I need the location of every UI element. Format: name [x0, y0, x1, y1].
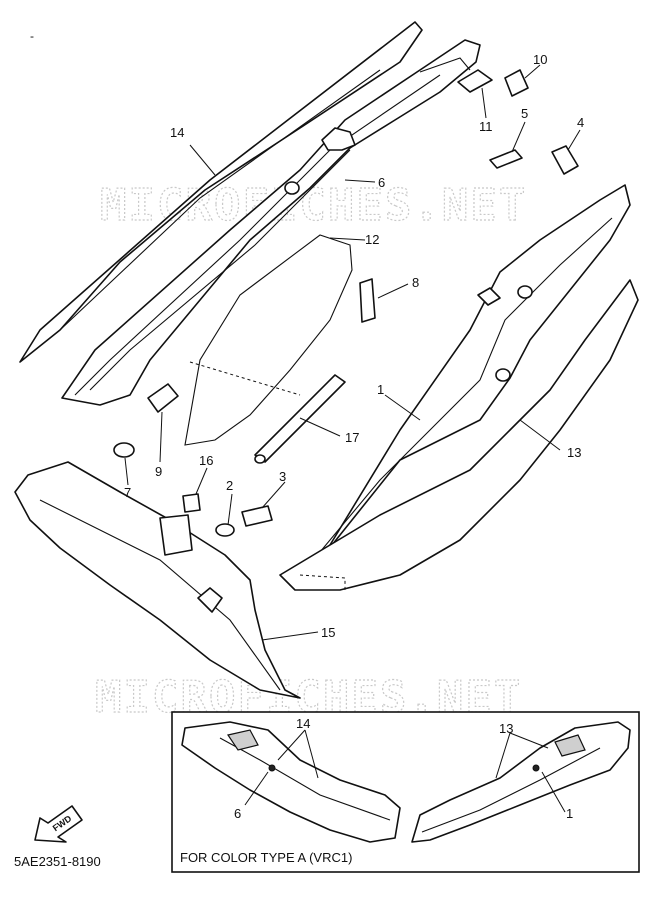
- part-9-pad: [147, 383, 179, 413]
- inset-callout-6: 6: [234, 806, 241, 821]
- callout-15: 15: [321, 625, 335, 640]
- callout-16: 16: [199, 453, 213, 468]
- part-4-pad: [551, 145, 579, 175]
- part-8-block: [359, 278, 376, 323]
- callout-1: 1: [377, 382, 384, 397]
- callout-8: 8: [412, 275, 419, 290]
- callout-9: 9: [155, 464, 162, 479]
- part-15-scoop: [14, 461, 301, 699]
- part-17-rod: [254, 374, 346, 464]
- inset-callout-1: 1: [566, 806, 573, 821]
- callout-7: 7: [124, 485, 131, 500]
- leader-lines: [124, 64, 581, 641]
- top-left-mark: -: [30, 29, 34, 43]
- part-10-pad: [504, 69, 529, 97]
- callout-numbers: 1 2 3 4 5 6 7 8 9 10 11 12 13 14 15 16 1…: [124, 52, 584, 640]
- inset-callout-14: 14: [296, 716, 310, 731]
- callout-10: 10: [533, 52, 547, 67]
- part-3-block: [241, 505, 273, 527]
- watermark-top: MICROFICHES.NET: [100, 180, 527, 231]
- callout-2: 2: [226, 478, 233, 493]
- inset-callout-13: 13: [499, 721, 513, 736]
- part-6-side-cover-panel: [61, 39, 481, 406]
- callout-12: 12: [365, 232, 379, 247]
- part-7-grommet: [113, 442, 135, 458]
- part-1-side-cover-right: [289, 184, 631, 586]
- callout-5: 5: [521, 106, 528, 121]
- part-11-pad: [457, 69, 493, 93]
- inset-caption: FOR COLOR TYPE A (VRC1): [180, 850, 352, 865]
- callout-4: 4: [577, 115, 584, 130]
- part-12-panel: [184, 234, 353, 446]
- part-16-damper: [182, 493, 201, 513]
- callout-17: 17: [345, 430, 359, 445]
- callout-13: 13: [567, 445, 581, 460]
- callout-6: 6: [378, 175, 385, 190]
- part-5-pad: [489, 149, 523, 169]
- callout-3: 3: [279, 469, 286, 484]
- callout-11: 11: [479, 119, 493, 134]
- part-13-lower-cover: [279, 279, 639, 591]
- callout-14: 14: [170, 125, 184, 140]
- part-14-side-cover-left: [19, 21, 423, 363]
- part-code: 5AE2351-8190: [14, 854, 101, 869]
- part-2-grommet: [215, 523, 235, 537]
- fwd-arrow-icon: FWD: [34, 805, 83, 843]
- inset-color-type-a: 14 6 13 1 FOR COLOR TYPE A (VRC1): [171, 711, 640, 873]
